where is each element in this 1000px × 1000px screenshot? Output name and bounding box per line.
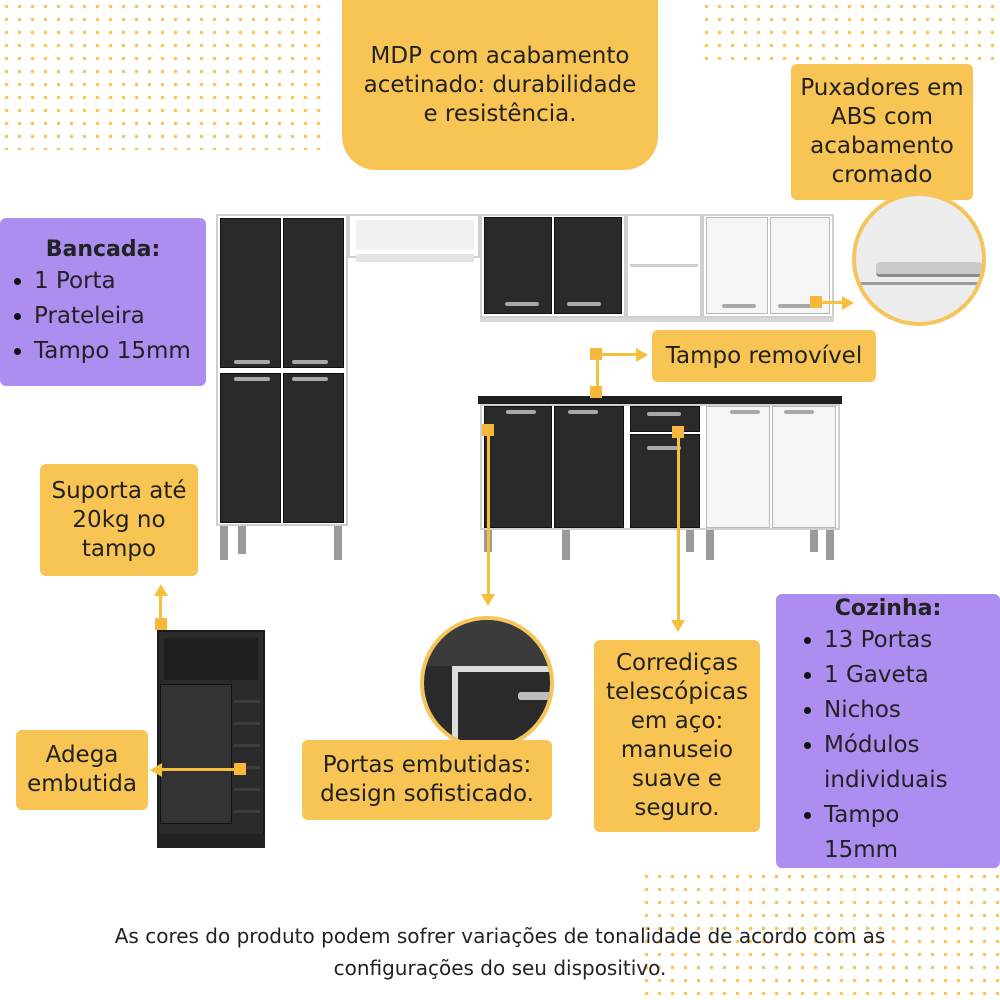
dot-pattern-top-right (700, 0, 1000, 60)
cozinha-list: 13 Portas 1 Gaveta Nichos Módulos indivi… (802, 623, 974, 868)
wine-rack-line-2: embutida (27, 771, 137, 797)
bancada-item: Prateleira (12, 299, 191, 334)
bancada-item: Tampo 15mm (12, 334, 191, 369)
handles-callout: Puxadores em ABS com acabamento cromado (791, 64, 973, 200)
doors-callout: Portas embutidas: design sofisticado. (302, 740, 552, 820)
door-marker (482, 424, 494, 436)
removable-top-callout: Tampo removível (652, 330, 876, 382)
doors-line-2: design sofisticado. (320, 781, 534, 807)
cozinha-item: 1 Gaveta (802, 658, 974, 693)
cozinha-item: Nichos (802, 693, 974, 728)
slides-line-2: telescópicas (605, 679, 749, 705)
bancada-title: Bancada: (45, 237, 161, 262)
disclaimer-line-2: configurações do seu dispositivo. (333, 956, 667, 980)
handles-line-4: cromado (831, 162, 933, 188)
countertop-marker (590, 386, 602, 398)
slides-line-1: Corrediças (616, 650, 738, 676)
handle-marker (810, 296, 822, 308)
cozinha-item: Tampo 15mm (802, 798, 974, 868)
cozinha-item: Módulos (802, 728, 974, 763)
dot-pattern-top-left (0, 0, 330, 150)
material-callout: MDP com acabamento acetinado: durabilida… (342, 0, 658, 170)
removable-top-label: Tampo removível (665, 342, 863, 369)
cozinha-title: Cozinha: (834, 596, 942, 621)
support-callout: Suporta até 20kg no tampo (40, 464, 198, 576)
slides-line-3: em aço: (630, 708, 724, 734)
handles-line-1: Puxadores em (800, 75, 964, 101)
disclaimer-line-1: As cores do produto podem sofrer variaçõ… (114, 924, 886, 948)
support-line-1: Suporta até (51, 477, 187, 504)
slides-line-4: manuseio (620, 737, 734, 763)
cozinha-item-continuation: individuais (824, 767, 948, 793)
handles-line-3: acabamento (810, 133, 954, 159)
material-line-2: acetinado: durabilidade (363, 71, 637, 98)
support-line-3: tampo (81, 535, 157, 562)
handles-line-2: ABS com (830, 104, 934, 130)
cozinha-item: 13 Portas (802, 623, 974, 658)
slides-line-5: suave e (632, 766, 722, 792)
support-line-2: 20kg no (72, 506, 166, 533)
bancada-list: 1 Porta Prateleira Tampo 15mm (12, 264, 191, 369)
doors-line-1: Portas embutidas: (322, 752, 532, 778)
dot-pattern-bottom-right (640, 870, 1000, 1000)
slides-line-6: seguro. (634, 795, 720, 821)
support-marker (155, 618, 167, 630)
wine-rack-line-1: Adega (45, 742, 119, 768)
drawer-marker (672, 426, 684, 438)
material-line-1: MDP com acabamento (370, 42, 630, 69)
removable-top-marker (590, 348, 602, 360)
bancada-item: 1 Porta (12, 264, 191, 299)
slides-callout: Corrediças telescópicas em aço: manuseio… (594, 640, 760, 832)
cozinha-panel: Cozinha: 13 Portas 1 Gaveta Nichos Módul… (776, 594, 1000, 868)
bancada-panel: Bancada: 1 Porta Prateleira Tampo 15mm (0, 218, 206, 386)
handle-zoom-image (852, 192, 986, 326)
material-line-3: e resistência. (423, 100, 577, 127)
doors-zoom-image (420, 616, 554, 750)
wine-rack-callout: Adega embutida (16, 730, 148, 810)
wine-rack-marker (234, 763, 246, 775)
